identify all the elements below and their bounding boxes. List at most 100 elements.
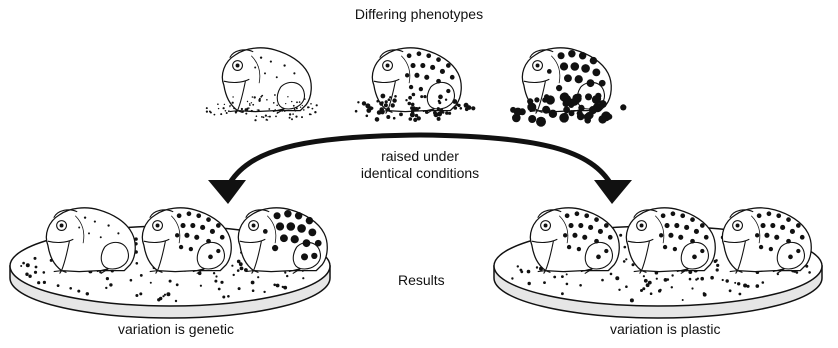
stipple-dot (232, 102, 234, 104)
stipple-dot (734, 282, 736, 284)
stipple-dot (240, 267, 244, 271)
stipple-dot (302, 277, 304, 279)
stipple-dot (386, 107, 390, 111)
outcome-plastic-label: variation is plastic (610, 321, 721, 338)
stipple-dot (393, 117, 396, 120)
stipple-dot (411, 103, 415, 107)
stipple-dot (77, 290, 80, 293)
stipple-dot (301, 116, 303, 118)
stipple-dot (248, 107, 250, 109)
stipple-dot (220, 281, 223, 284)
stipple-dot (300, 107, 301, 108)
stipple-dot (217, 103, 219, 105)
stipple-dot (43, 271, 46, 274)
stipple-dot (362, 101, 366, 105)
stipple-dot (285, 103, 286, 104)
stipple-dot (218, 108, 219, 109)
stipple-dot (254, 96, 256, 98)
stipple-dot (543, 281, 546, 284)
stipple-dot (601, 279, 604, 282)
stipple-dot (610, 273, 613, 276)
stipple-dot (442, 111, 445, 114)
stipple-dot (214, 280, 217, 283)
stipple-dot (564, 98, 571, 105)
stipple-dot (175, 300, 177, 302)
stipple-dot (310, 114, 311, 115)
stipple-dot (689, 278, 692, 281)
stipple-dot (266, 99, 268, 101)
diagram-title: Differing phenotypes (0, 6, 838, 23)
stipple-dot (273, 284, 276, 287)
stipple-dot (213, 272, 215, 274)
stipple-dot (224, 104, 225, 105)
stipple-dot (415, 107, 419, 111)
stipple-dot (210, 112, 212, 114)
stipple-dot (258, 109, 260, 111)
stipple-dot (410, 112, 415, 117)
stipple-dot (691, 287, 693, 289)
stipple-dot (218, 288, 221, 291)
stipple-dot (366, 115, 369, 118)
results-label: Results (398, 272, 445, 289)
stipple-dot (257, 276, 259, 278)
plate-left-toad-2 (142, 208, 231, 274)
stipple-dot (227, 295, 230, 298)
stipple-dot (561, 292, 564, 295)
stipple-dot (625, 258, 627, 260)
stipple-dot (437, 107, 440, 110)
stipple-dot (618, 289, 620, 291)
stipple-dot (412, 93, 416, 97)
stipple-dot (169, 280, 172, 283)
stipple-dot (385, 100, 388, 103)
toad-few-spots (222, 48, 311, 114)
stipple-dot (215, 275, 217, 277)
stipple-dot (650, 292, 653, 295)
stipple-dot (86, 292, 89, 295)
stipple-dot (578, 105, 584, 111)
stipple-dot (176, 283, 179, 286)
stipple-dot (206, 107, 208, 109)
stipple-dot (640, 289, 643, 292)
stipple-dot (162, 295, 164, 297)
stipple-dot (237, 269, 240, 272)
stipple-dot (34, 257, 37, 260)
stipple-dot (409, 117, 413, 121)
stipple-dot (135, 294, 138, 297)
stipple-dot (57, 284, 60, 287)
stipple-dot (206, 111, 208, 113)
stipple-dot (276, 105, 278, 107)
stipple-dot (251, 110, 253, 112)
stipple-dot (630, 298, 634, 302)
stipple-dot (251, 281, 255, 285)
stipple-dot (291, 101, 292, 102)
stipple-dot (310, 103, 312, 105)
stipple-dot (700, 277, 704, 281)
stipple-dot (756, 284, 760, 288)
stipple-dot (437, 117, 441, 121)
stipple-dot (286, 275, 288, 277)
stipple-dot (729, 289, 732, 292)
stipple-dot (710, 276, 714, 280)
stipple-dot (296, 107, 298, 109)
stipple-dot (241, 108, 243, 110)
stipple-dot (34, 271, 37, 274)
stipple-dot (598, 115, 606, 123)
stipple-dot (671, 274, 673, 276)
stipple-dot (261, 116, 263, 118)
plate-right-toad-1 (530, 208, 619, 274)
stipple-dot (293, 105, 295, 107)
stipple-dot (225, 110, 227, 112)
stipple-dot (22, 262, 25, 265)
stipple-dot (796, 271, 799, 274)
stipple-dot (606, 114, 612, 120)
stipple-dot (671, 286, 673, 288)
stipple-dot (716, 268, 719, 271)
stipple-dot (139, 292, 142, 295)
stipple-dot (566, 283, 569, 286)
stipple-dot (445, 99, 447, 101)
stipple-dot (726, 279, 729, 282)
stipple-dot (26, 263, 30, 267)
stipple-dot (287, 96, 288, 97)
stipple-dot (220, 113, 222, 115)
stipple-dot (381, 94, 386, 99)
